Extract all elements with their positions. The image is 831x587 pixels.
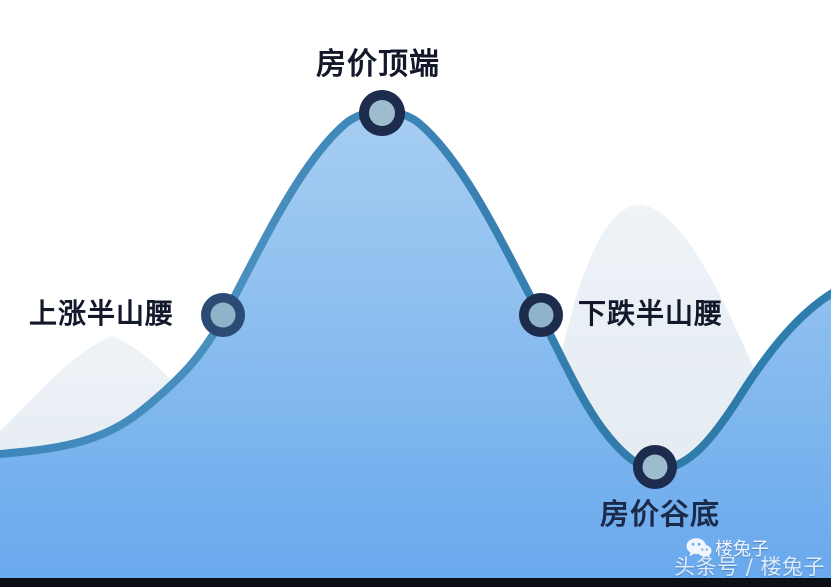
marker-peak[interactable]	[359, 90, 405, 136]
bottom-bar	[0, 578, 831, 587]
curve-node-markers	[201, 90, 677, 489]
price-area-fill	[0, 111, 831, 587]
watermark-account-name: 楼兔子	[715, 539, 769, 560]
price-curve-line	[0, 107, 831, 475]
watermark: 头条号 / 楼兔子	[674, 551, 825, 581]
marker-falling-midslope[interactable]	[519, 293, 563, 337]
marker-valley[interactable]	[633, 445, 677, 489]
watermark-text: 头条号 / 楼兔子	[674, 555, 825, 579]
watermark-account-badge: 楼兔子	[686, 535, 769, 561]
wechat-icon	[686, 537, 712, 559]
label-falling-midslope: 下跌半山腰	[578, 297, 724, 330]
label-peak: 房价顶端	[316, 47, 440, 82]
marker-rising-midslope[interactable]	[201, 293, 245, 337]
price-curve-group	[0, 107, 831, 587]
label-rising-midslope: 上涨半山腰	[29, 297, 175, 330]
label-valley: 房价谷底	[600, 497, 721, 531]
